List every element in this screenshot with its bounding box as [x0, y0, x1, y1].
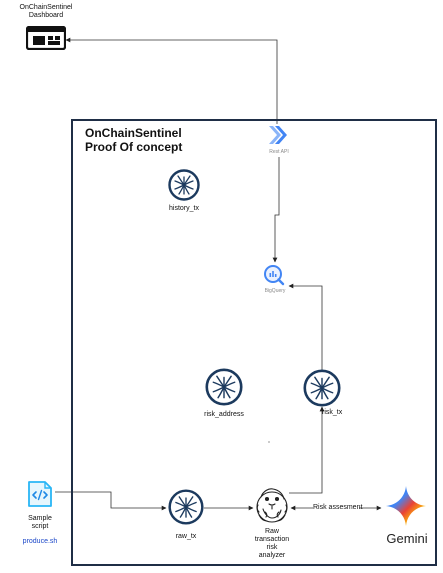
edge-analyzer-to-risktx	[289, 406, 325, 494]
risk-assessment-label: Risk assesment	[313, 504, 363, 512]
produce-sh-link[interactable]: produce.sh	[22, 538, 58, 545]
kafka-streams-icon	[256, 488, 288, 523]
sample-script-label: Sample script	[28, 515, 52, 530]
analyzer-label: Raw transaction risk analyzer	[254, 528, 290, 559]
rest-api-label: Rest API	[269, 149, 289, 155]
dashboard-icon	[26, 26, 66, 50]
code-script-icon	[28, 481, 52, 507]
edge-api-to-dashboard	[65, 37, 278, 124]
pubsub-topic-icon	[168, 489, 204, 525]
bigquery-label: BigQuery	[264, 288, 286, 294]
pubsub-topic-icon	[303, 369, 341, 407]
pubsub-topic-icon	[205, 368, 243, 406]
dashboard-label: OnChainSentinel Dashboard	[19, 4, 73, 19]
history-tx-label: history_tx	[169, 205, 199, 212]
raw-tx-label: raw_tx	[175, 533, 197, 540]
edge-script-to-rawtx	[55, 491, 167, 511]
edge-api-to-bigquery	[272, 157, 280, 263]
edge-risktx-to-bigquery	[288, 283, 323, 370]
api-gateway-icon	[269, 126, 287, 144]
gemini-label: Gemini	[386, 531, 428, 546]
gemini-icon	[386, 486, 426, 526]
poc-title: OnChainSentinel Proof Of concept	[85, 126, 183, 154]
risk-address-label: risk_address	[204, 411, 244, 418]
poc-frame	[71, 119, 437, 566]
bigquery-icon	[264, 265, 285, 286]
pubsub-topic-icon	[168, 169, 200, 201]
risk-tx-label: risk_tx	[322, 409, 343, 416]
